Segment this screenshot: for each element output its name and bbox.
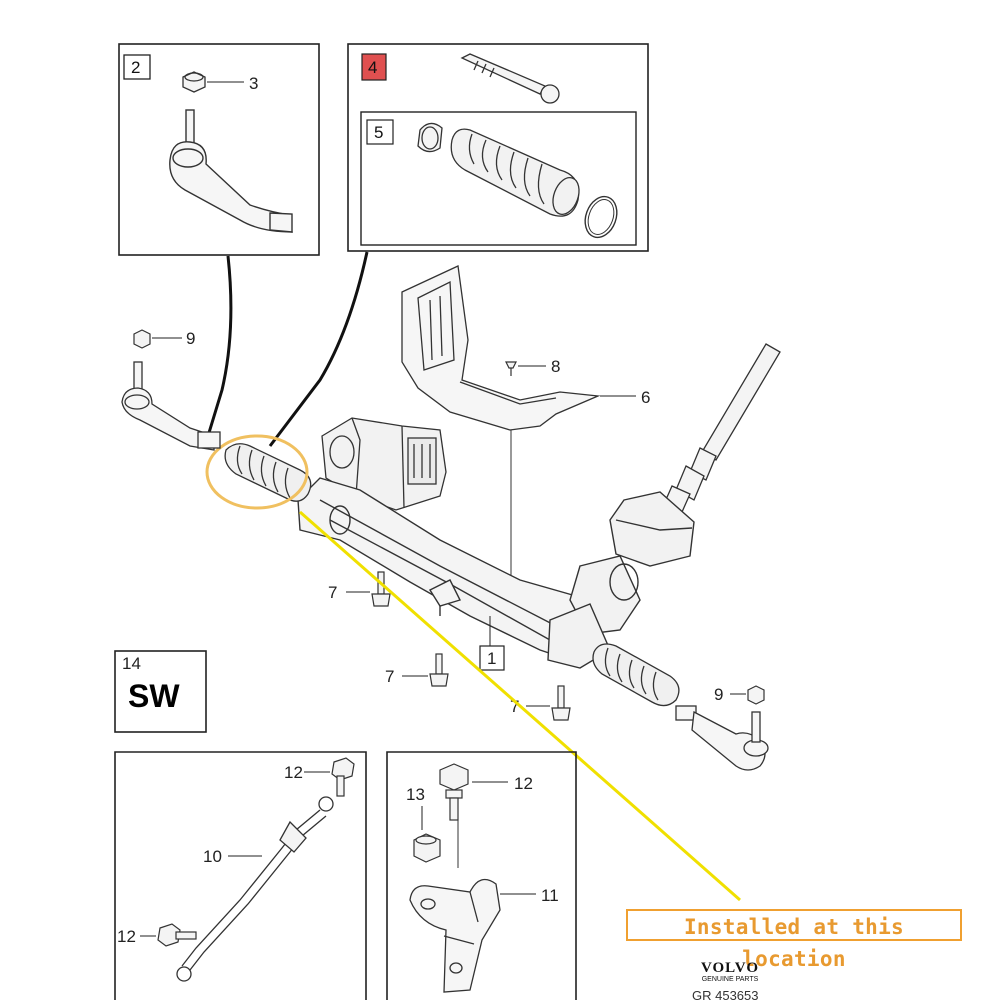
nut-13-part xyxy=(413,833,441,863)
box-5-boot-kit[interactable]: 5 xyxy=(360,111,637,246)
tie-rod-end-part xyxy=(169,109,293,233)
bracket-box[interactable]: 12 13 11 xyxy=(386,751,577,1000)
callout-7-b: 7 xyxy=(385,667,394,686)
heat-shield-part xyxy=(401,265,601,431)
diagram-reference: GR 453653 xyxy=(692,988,759,1003)
callout-13: 13 xyxy=(406,785,425,804)
clamp-part xyxy=(417,122,443,153)
box-2-tie-rod-end[interactable]: 2 3 xyxy=(118,43,320,256)
sw-label: SW xyxy=(128,678,180,714)
pinion-tower-part xyxy=(547,491,695,669)
ground-cable-part xyxy=(176,796,334,982)
left-bellows-boot-part xyxy=(224,443,312,502)
box-4-inner-tie-rod-kit[interactable]: 4 5 xyxy=(347,43,649,252)
callout-6: 6 xyxy=(641,388,650,407)
bolt-12-top-part xyxy=(331,757,355,797)
leader-box2 xyxy=(206,255,233,437)
leader-box4 xyxy=(268,251,369,447)
right-tie-rod-end-part xyxy=(675,705,769,771)
motor-unit-part xyxy=(321,417,447,511)
callout-10: 10 xyxy=(203,847,222,866)
box-2-number: 2 xyxy=(131,58,140,77)
brand-subtitle: GENUINE PARTS xyxy=(701,976,759,983)
o-ring-part xyxy=(584,195,618,239)
install-pointer-line xyxy=(299,510,741,902)
box-14-sw[interactable]: 14 SW xyxy=(114,650,207,733)
steering-shaft-part xyxy=(663,343,781,513)
box-4-highlight xyxy=(361,53,387,81)
callout-9-right: 9 xyxy=(714,685,723,704)
box-4-number: 4 xyxy=(368,58,377,77)
callout-12-b: 12 xyxy=(117,927,136,946)
steering-gear-assembly[interactable] xyxy=(297,417,695,669)
callout-3: 3 xyxy=(249,74,258,93)
callout-12-a: 12 xyxy=(284,763,303,782)
callout-7-c: 7 xyxy=(510,697,519,716)
bolt-7-c-part xyxy=(551,685,571,721)
box-5-number: 5 xyxy=(374,123,383,142)
bolt-7-b-part xyxy=(429,653,449,687)
install-location-label: Installed at this location xyxy=(626,909,962,971)
callout-8: 8 xyxy=(551,357,560,376)
bellows-boot-part xyxy=(450,128,580,217)
callout-9-left: 9 xyxy=(186,329,195,348)
nut-part xyxy=(182,71,206,93)
callout-7-a: 7 xyxy=(328,583,337,602)
left-tie-rod-end-part xyxy=(121,361,221,451)
callout-1: 1 xyxy=(487,649,496,668)
nut-9-left-part xyxy=(133,329,151,349)
callout-12-c: 12 xyxy=(514,774,533,793)
bolt-12-bracket-part xyxy=(439,763,469,821)
inner-tie-rod-part xyxy=(460,53,560,104)
ground-cable-box[interactable]: 12 10 12 xyxy=(114,751,367,1000)
bracket-11-part xyxy=(409,878,501,993)
bolt-12-bottom-part xyxy=(157,923,197,947)
screw-8-part xyxy=(505,361,517,376)
nut-9-right-part xyxy=(747,685,765,705)
install-location-highlight xyxy=(205,434,309,510)
box-14-number: 14 xyxy=(122,654,141,673)
brand-logo: VOLVO xyxy=(700,960,760,976)
right-bellows-boot-part xyxy=(592,643,680,707)
callout-11: 11 xyxy=(541,886,559,905)
